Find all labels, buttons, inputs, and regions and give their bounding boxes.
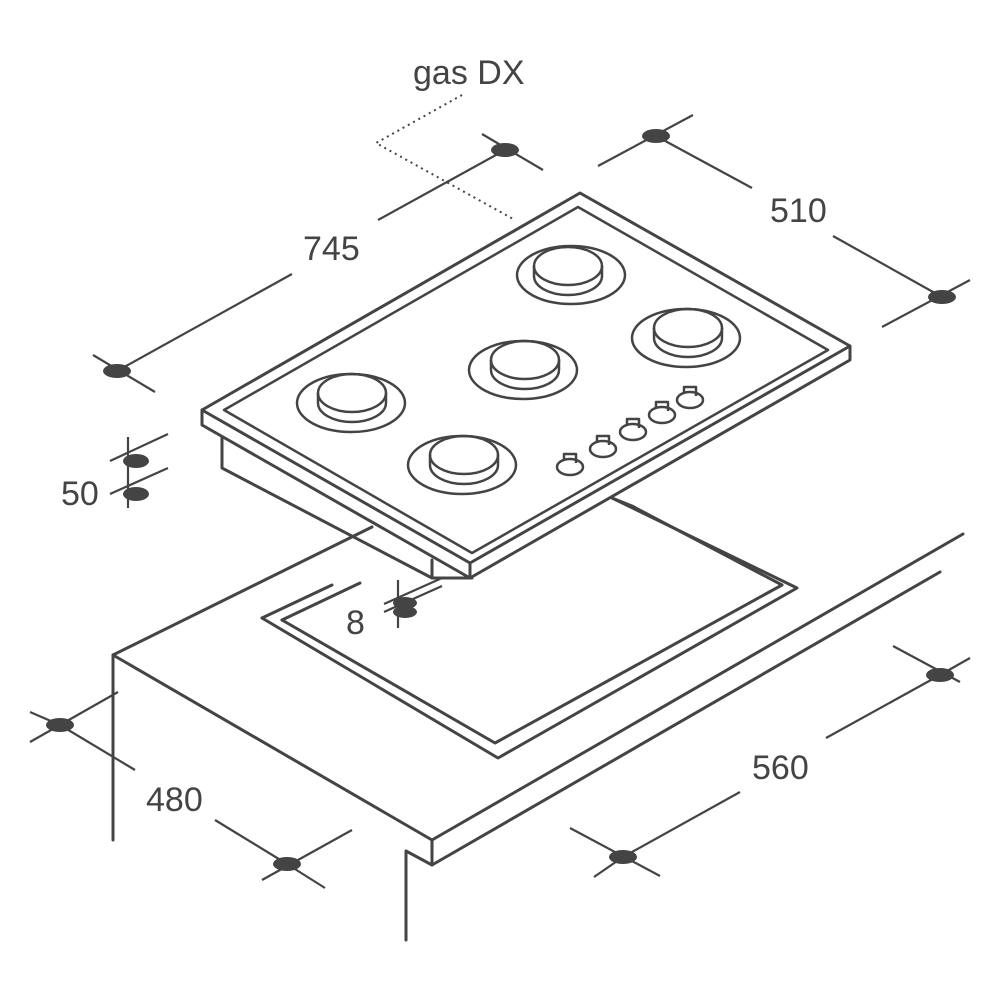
dimension-480 [29,691,353,889]
dimension-marker [273,857,301,871]
dimension-745 [92,133,544,393]
burner-rear-right [515,244,627,306]
knob [647,400,677,425]
dimension-marker [926,668,954,682]
dimension-510 [597,114,971,328]
dimension-marker [491,143,519,157]
dimension-marker [46,718,74,732]
dimension-50 [109,433,169,508]
countertop [111,496,965,942]
cutout-width-label: 560 [752,749,809,787]
width-label: 745 [303,230,360,268]
gas-connection-indicator [373,94,516,221]
depth-label: 510 [770,192,827,230]
control-knobs [555,385,705,477]
burner-right [630,307,742,369]
dimension-marker [928,290,956,304]
dimension-marker [642,129,670,143]
knob [588,434,618,459]
dimension-marker [609,850,637,864]
knob [618,417,648,442]
dimension-8 [383,576,443,628]
height-label: 50 [61,475,99,513]
thickness-label: 8 [346,604,365,642]
dimension-marker [123,487,149,501]
dimension-560 [569,645,971,878]
cutout-depth-label: 480 [146,781,203,819]
knob [555,452,585,477]
dimension-marker [123,454,149,468]
dimension-marker [393,597,417,609]
dimension-marker [103,364,131,378]
gas-connection-label: gas DX [413,54,525,92]
burner-left [295,372,407,434]
burner-front [406,434,518,496]
knob [675,385,705,410]
burner-center [467,339,579,401]
gas-hob [200,191,852,580]
dimension-marker [393,606,417,618]
